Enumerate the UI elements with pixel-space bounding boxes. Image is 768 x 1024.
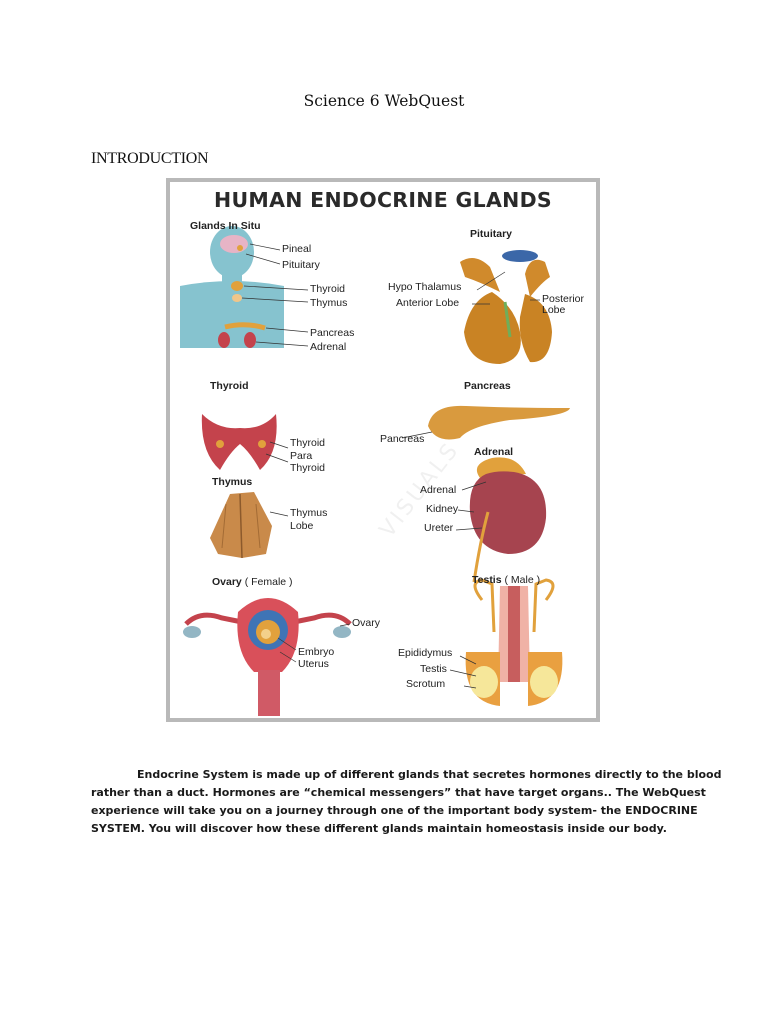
document-title: Science 6 WebQuest [303, 92, 465, 110]
uterus-illustration [183, 598, 352, 716]
section-glands-in-situ: Glands In Situ [190, 220, 261, 232]
label-embryo: Embryo [298, 646, 335, 658]
label-posterior: Posterior [542, 293, 585, 305]
section-testis: Testis ( Male ) [472, 574, 541, 586]
label-thyroid-2: Thyroid [290, 437, 326, 449]
section-ovary: Ovary ( Female ) [212, 576, 293, 588]
section-thyroid: Thyroid [210, 380, 249, 392]
section-pituitary: Pituitary [470, 228, 513, 240]
label-adrenal: Adrenal [310, 341, 347, 353]
label-anterior-lobe: Anterior Lobe [396, 297, 460, 309]
label-pancreas: Pancreas [310, 327, 355, 339]
testis-note: ( Male ) [504, 574, 541, 586]
poster-title: HUMAN ENDOCRINE GLANDS [213, 188, 552, 212]
label-thymus: Thymus [310, 297, 348, 309]
section-pancreas: Pancreas [464, 380, 511, 392]
label-epididymus: Epididymus [398, 647, 453, 659]
label-ovary: Ovary [352, 617, 381, 629]
label-kidney: Kidney [426, 503, 459, 515]
paragraph-line: SYSTEM. You will discover how these diff… [91, 822, 667, 835]
paragraph-line: experience will take you on a journey th… [91, 804, 698, 817]
label-lobe-2: Lobe [290, 520, 314, 532]
body-silhouette [180, 226, 309, 348]
label-adrenal-2: Adrenal [420, 484, 457, 496]
section-heading: INTRODUCTION [91, 150, 209, 167]
label-testis: Testis [420, 663, 447, 675]
label-thymus-2: Thymus [290, 507, 328, 519]
section-adrenal: Adrenal [474, 446, 514, 458]
label-pineal: Pineal [282, 243, 312, 255]
paragraph-line: rather than a duct. Hormones are “chemic… [91, 786, 706, 799]
pancreas-illustration [401, 405, 570, 440]
kidney-illustration [455, 457, 547, 583]
label-scrotum: Scrotum [406, 678, 446, 690]
label-pituitary: Pituitary [282, 259, 320, 271]
label-thyroid: Thyroid [310, 283, 346, 295]
pituitary-illustration [460, 250, 552, 364]
label-ureter: Ureter [424, 522, 454, 534]
thymus-illustration [210, 492, 289, 559]
label-lobe: Lobe [542, 304, 566, 316]
poster-illustration [180, 226, 570, 716]
label-thyroid-3: Thyroid [290, 462, 326, 474]
paragraph-line: Endocrine System is made up of different… [137, 768, 722, 781]
label-hypo-thalamus: Hypo Thalamus [388, 281, 462, 293]
label-uterus: Uterus [298, 658, 329, 670]
label-para: Para [290, 450, 313, 462]
label-pancreas-2: Pancreas [380, 433, 425, 445]
section-thymus: Thymus [212, 476, 253, 488]
endocrine-glands-poster: HUMAN ENDOCRINE GLANDS VISUALS Glands In… [166, 178, 600, 722]
intro-paragraph: Endocrine System is made up of different… [91, 766, 722, 838]
ovary-note: ( Female ) [244, 576, 293, 588]
thyroid-illustration [201, 414, 289, 470]
testis-illustration [449, 578, 563, 706]
